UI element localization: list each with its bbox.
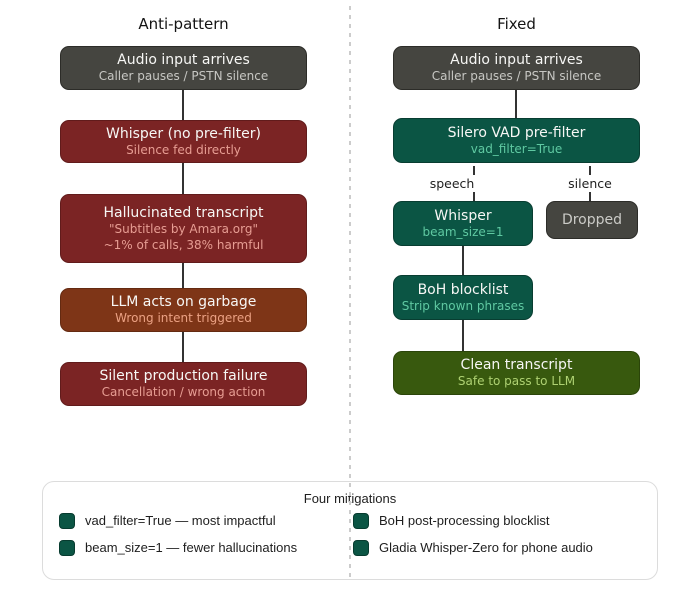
box-title: Audio input arrives — [450, 52, 583, 69]
legend-item: vad_filter=True — most impactful — [59, 512, 276, 529]
connector-line — [473, 166, 475, 175]
mitigation-swatch-icon — [59, 539, 75, 556]
legend-item: Gladia Whisper-Zero for phone audio — [353, 539, 593, 556]
box-audio-input-left: Audio input arrives Caller pauses / PSTN… — [60, 46, 307, 90]
box-title: Dropped — [561, 211, 623, 228]
box-silent-failure: Silent production failure Cancellation /… — [60, 362, 307, 406]
box-subtitle: beam_size=1 — [422, 224, 504, 239]
box-subtitle: vad_filter=True — [470, 141, 563, 156]
box-title: Silent production failure — [99, 368, 268, 385]
box-subtitle: Caller pauses / PSTN silence — [98, 69, 269, 84]
connector-line — [182, 263, 184, 288]
box-title: Clean transcript — [460, 357, 573, 374]
column-divider — [349, 6, 351, 580]
box-dropped: Dropped — [546, 201, 638, 239]
box-subtitle-2: ~1% of calls, 38% harmful — [103, 237, 264, 252]
legend-item: beam_size=1 — fewer hallucinations — [59, 539, 297, 556]
connector-line — [589, 166, 591, 175]
box-title: Audio input arrives — [117, 52, 250, 69]
box-subtitle: Safe to pass to LLM — [457, 374, 576, 389]
branch-label-silence: silence — [568, 176, 612, 191]
box-title: Silero VAD pre-filter — [447, 124, 586, 141]
box-title: Hallucinated transcript — [103, 204, 264, 221]
connector-line — [462, 320, 464, 351]
box-subtitle: Silence fed directly — [126, 142, 241, 157]
box-clean-transcript: Clean transcript Safe to pass to LLM — [393, 351, 640, 395]
legend-item-label: vad_filter=True — most impactful — [85, 513, 276, 528]
box-title: Whisper — [434, 207, 492, 224]
right-column-title: Fixed — [497, 15, 536, 33]
box-subtitle: Strip known phrases — [401, 298, 525, 313]
box-title: BoH blocklist — [417, 281, 509, 298]
connector-line — [515, 90, 517, 118]
mitigation-swatch-icon — [59, 512, 75, 529]
box-whisper-no-prefilter: Whisper (no pre-filter) Silence fed dire… — [60, 120, 307, 163]
mitigation-swatch-icon — [353, 539, 369, 556]
box-audio-input-right: Audio input arrives Caller pauses / PSTN… — [393, 46, 640, 90]
left-column-title: Anti-pattern — [138, 15, 229, 33]
box-silero-vad: Silero VAD pre-filter vad_filter=True — [393, 118, 640, 163]
box-subtitle: Wrong intent triggered — [115, 311, 252, 326]
legend-item: BoH post-processing blocklist — [353, 512, 550, 529]
box-hallucinated-transcript: Hallucinated transcript "Subtitles by Am… — [60, 194, 307, 263]
legend-item-label: Gladia Whisper-Zero for phone audio — [379, 540, 593, 555]
box-subtitle: "Subtitles by Amara.org" — [109, 222, 258, 236]
connector-line — [462, 246, 464, 275]
connector-line — [182, 163, 184, 194]
connector-line — [182, 90, 184, 120]
box-llm-garbage: LLM acts on garbage Wrong intent trigger… — [60, 288, 307, 332]
legend-item-label: BoH post-processing blocklist — [379, 513, 550, 528]
box-subtitle: Cancellation / wrong action — [101, 385, 266, 400]
branch-label-speech: speech — [429, 176, 475, 191]
box-boh-blocklist: BoH blocklist Strip known phrases — [393, 275, 533, 320]
box-whisper-fixed: Whisper beam_size=1 — [393, 201, 533, 246]
box-title: Whisper (no pre-filter) — [106, 125, 261, 142]
connector-line — [589, 192, 591, 201]
connector-line — [473, 192, 475, 201]
box-title: LLM acts on garbage — [110, 294, 257, 311]
connector-line — [182, 332, 184, 362]
legend-item-label: beam_size=1 — fewer hallucinations — [85, 540, 298, 555]
mitigation-swatch-icon — [353, 512, 369, 529]
box-subtitle: Caller pauses / PSTN silence — [431, 69, 602, 84]
